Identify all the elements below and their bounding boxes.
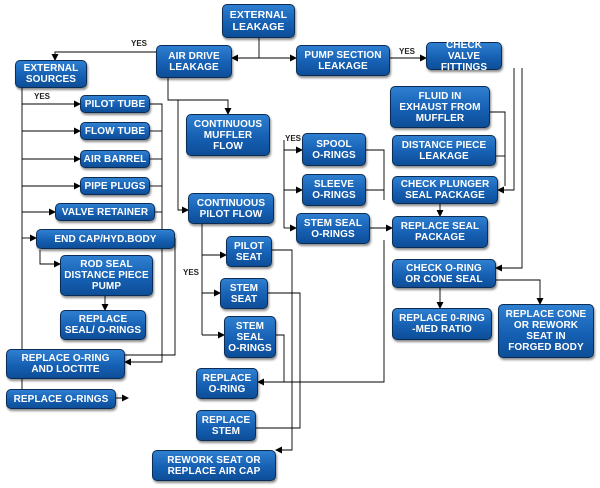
node-air-barrel[interactable]: AIR BARREL <box>80 150 150 168</box>
node-continuous-muffler-flow[interactable]: CONTINUOUS MUFFLER FLOW <box>186 114 270 156</box>
yes-label-external: YES <box>131 39 148 48</box>
node-air-drive-leakage[interactable]: AIR DRIVE LEAKAGE <box>156 45 232 78</box>
yes-label-pilot: YES <box>183 268 200 277</box>
node-rework-seat-or-replace-air-cap[interactable]: REWORK SEAT OR REPLACE AIR CAP <box>152 450 276 481</box>
node-flow-tube[interactable]: FLOW TUBE <box>80 122 150 140</box>
node-pipe-plugs[interactable]: PIPE PLUGS <box>80 177 150 195</box>
node-external-sources[interactable]: EXTERNAL SOURCES <box>15 60 87 88</box>
node-sleeve-orings[interactable]: SLEEVE O-RINGS <box>302 174 366 206</box>
node-rod-seal-distance-piece-pump[interactable]: ROD SEAL DISTANCE PIECE PUMP <box>60 255 153 296</box>
node-spool-orings[interactable]: SPOOL O-RINGS <box>302 133 366 166</box>
node-check-valve-fittings[interactable]: CHECK VALVE FITTINGS <box>426 40 502 73</box>
node-stem-seal-orings-2[interactable]: STEM SEAL O-RINGS <box>224 316 276 358</box>
yes-label-sources: YES <box>34 92 51 101</box>
node-continuous-pilot-flow[interactable]: CONTINUOUS PILOT FLOW <box>188 193 274 224</box>
node-replace-cone-or-rework-seat[interactable]: REPLACE CONE OR REWORK SEAT IN FORGED BO… <box>498 304 594 358</box>
yes-label-spool: YES <box>285 134 302 143</box>
node-stem-seal-orings[interactable]: STEM SEAL O-RINGS <box>296 213 370 244</box>
node-check-oring-or-cone-seal[interactable]: CHECK O-RING OR CONE SEAL <box>392 259 496 288</box>
node-distance-piece-leakage[interactable]: DISTANCE PIECE LEAKAGE <box>392 135 496 166</box>
node-end-cap-hyd-body[interactable]: END CAP/HYD.BODY <box>36 229 175 249</box>
node-replace-oring[interactable]: REPLACE O-RING <box>196 368 258 399</box>
node-pilot-seat[interactable]: PILOT SEAT <box>226 236 272 267</box>
node-replace-seal-orings[interactable]: REPLACE SEAL/ O-RINGS <box>60 310 146 340</box>
node-valve-retainer[interactable]: VALVE RETAINER <box>55 203 155 221</box>
node-replace-oring-med-ratio[interactable]: REPLACE 0-RING -MED RATIO <box>392 308 492 340</box>
node-pump-section-leakage[interactable]: PUMP SECTION LEAKAGE <box>296 45 390 76</box>
node-fluid-in-exhaust-from-muffler[interactable]: FLUID IN EXHAUST FROM MUFFLER <box>390 86 490 128</box>
node-stem-seat[interactable]: STEM SEAT <box>220 278 268 309</box>
yes-label-pump: YES <box>399 47 416 56</box>
node-replace-seal-package[interactable]: REPLACE SEAL PACKAGE <box>392 216 488 248</box>
node-external-leakage[interactable]: EXTERNAL LEAKAGE <box>222 4 295 38</box>
node-check-plunger-seal-package[interactable]: CHECK PLUNGER SEAL PACKAGE <box>392 176 498 204</box>
node-replace-oring-and-loctite[interactable]: REPLACE O-RING AND LOCTITE <box>6 349 125 379</box>
node-pilot-tube[interactable]: PILOT TUBE <box>80 95 150 113</box>
node-replace-orings[interactable]: REPLACE O-RINGS <box>6 389 116 409</box>
node-replace-stem[interactable]: REPLACE STEM <box>196 410 256 441</box>
